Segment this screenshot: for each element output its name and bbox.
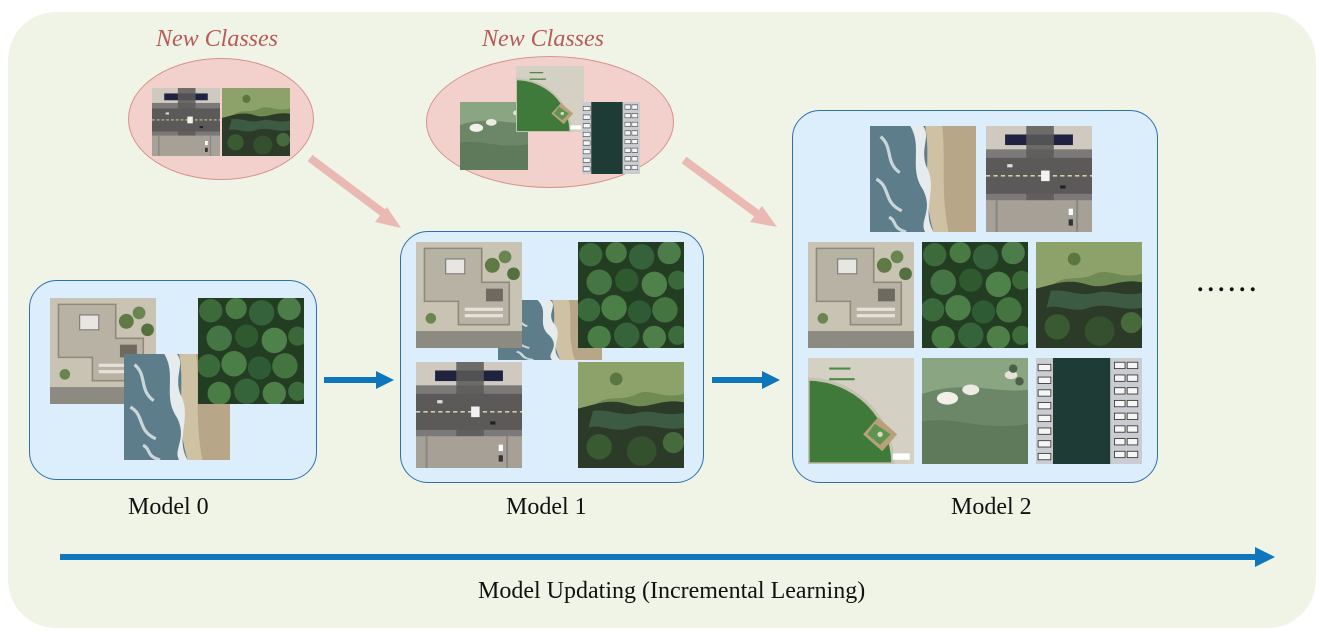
timeline-label: Model Updating (Incremental Learning) [478,578,866,604]
river-icon [1036,242,1142,348]
ellipsis: ...... [1196,262,1259,299]
intersection-icon [152,88,220,156]
intersection-icon [416,362,522,468]
intersection-icon [986,126,1092,232]
harbor-icon [582,102,640,174]
river-icon [222,88,290,156]
harbor-icon [1036,358,1142,464]
pink-arrow-1 [307,154,393,222]
forest-icon [198,298,304,404]
river-icon [578,362,684,468]
pink-arrow-1-head [375,207,401,228]
baseball-field-icon [808,358,914,464]
forest-icon [922,242,1028,348]
baseball-field-icon [516,66,584,132]
building-icon [416,242,522,348]
pink-arrow-2-head [750,206,777,227]
model-0-label: Model 0 [128,494,209,520]
beach-icon [870,126,976,232]
forest-icon [578,242,684,348]
blue-arrow-1-head [376,371,394,389]
model-1-label: Model 1 [506,494,587,520]
new-classes-label-1: New Classes [156,26,279,52]
timeline-arrow-head [1255,547,1275,567]
building-icon [808,242,914,348]
model-2-label: Model 2 [951,494,1032,520]
new-classes-label-2: New Classes [482,26,605,52]
golf-course-icon [922,358,1028,464]
pink-arrow-2 [681,156,766,222]
blue-arrow-2-head [762,371,780,389]
